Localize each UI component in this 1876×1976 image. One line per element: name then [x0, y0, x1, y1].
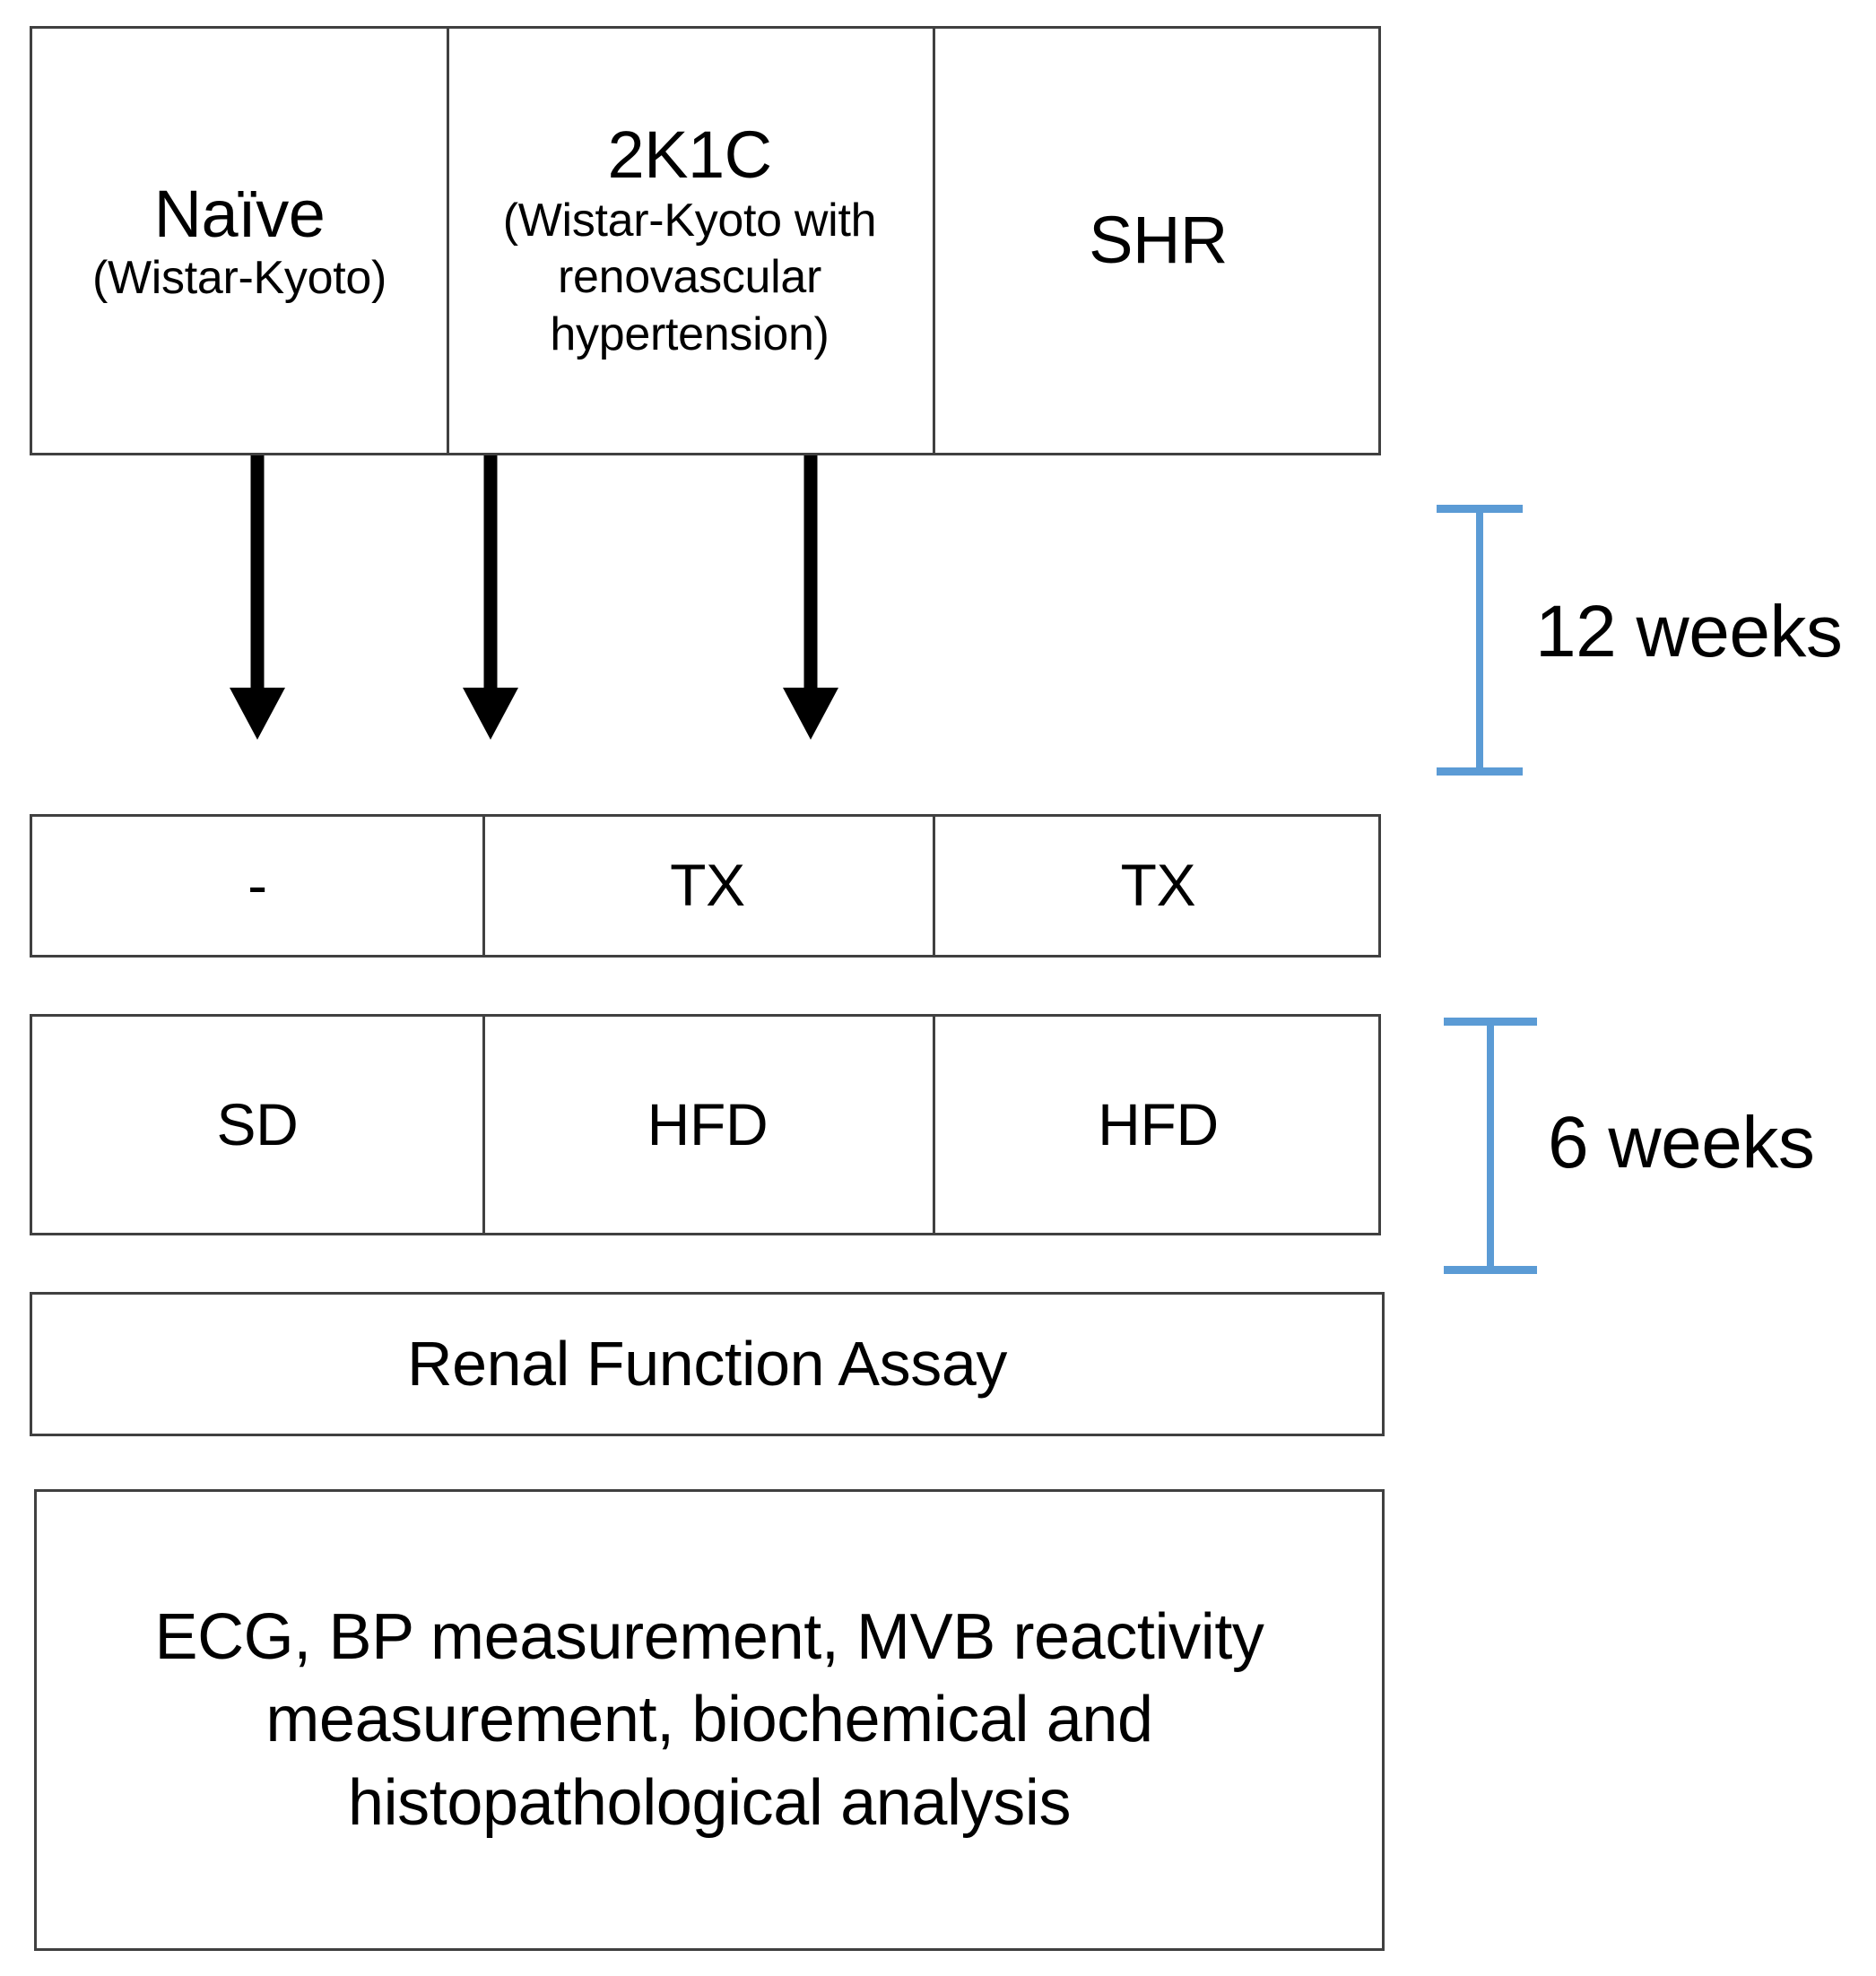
- animal-groups-row: Naïve (Wistar-Kyoto) 2K1C (Wistar-Kyoto …: [30, 26, 1381, 455]
- group-title-2k1c: 2K1C: [607, 117, 772, 192]
- arrow-2k1c-icon: [463, 455, 518, 740]
- row3-divider-2: [933, 1017, 935, 1233]
- arrow-head: [783, 688, 838, 740]
- group-subtitle-2k1c: (Wistar-Kyoto with renovascular hyperten…: [502, 194, 877, 360]
- row1-divider-1: [447, 29, 449, 453]
- row3-divider-1: [482, 1017, 485, 1233]
- treatment-row: - TX TX: [30, 814, 1381, 958]
- group-cell-shr: SHR: [933, 29, 1384, 453]
- group-title-shr: SHR: [1089, 203, 1228, 278]
- arrow-shaft: [803, 455, 818, 689]
- row2-divider-1: [482, 817, 485, 955]
- bracket-stem: [1476, 505, 1483, 776]
- treatment-cell-shr: TX: [1120, 852, 1196, 919]
- duration-bracket-12-weeks-icon: [1437, 505, 1523, 776]
- arrow-head: [463, 688, 518, 740]
- analysis-outcomes-box: ECG, BP measurement, MVB reactivity meas…: [34, 1489, 1385, 1951]
- arrow-shr-icon: [783, 455, 838, 740]
- diet-cell-shr: HFD: [1098, 1090, 1219, 1157]
- arrow-naive-icon: [230, 455, 285, 740]
- duration-bracket-6-weeks-icon: [1444, 1018, 1537, 1274]
- diet-row: SD HFD HFD: [30, 1014, 1381, 1235]
- group-subtitle-naive: (Wistar-Kyoto): [91, 251, 387, 304]
- group-cell-2k1c: 2K1C (Wistar-Kyoto with renovascular hyp…: [447, 29, 933, 453]
- duration-label-12-weeks: 12 weeks: [1535, 591, 1843, 672]
- bracket-cap-bottom: [1437, 767, 1523, 776]
- row1-divider-2: [933, 29, 935, 453]
- arrow-shaft: [483, 455, 498, 689]
- duration-label-6-weeks: 6 weeks: [1548, 1102, 1815, 1183]
- diet-cell-naive: SD: [216, 1090, 299, 1157]
- arrow-head: [230, 688, 285, 740]
- arrow-shaft: [250, 455, 265, 689]
- treatment-cell-2k1c: TX: [670, 852, 745, 919]
- bracket-stem: [1487, 1018, 1494, 1274]
- renal-function-assay-box: Renal Function Assay: [30, 1292, 1385, 1436]
- group-cell-naive: Naïve (Wistar-Kyoto): [32, 29, 447, 453]
- bracket-cap-bottom: [1444, 1266, 1537, 1274]
- diet-cell-2k1c: HFD: [647, 1090, 769, 1157]
- group-title-naive: Naïve: [153, 176, 326, 251]
- row2-divider-2: [933, 817, 935, 955]
- treatment-cell-naive: -: [248, 852, 267, 919]
